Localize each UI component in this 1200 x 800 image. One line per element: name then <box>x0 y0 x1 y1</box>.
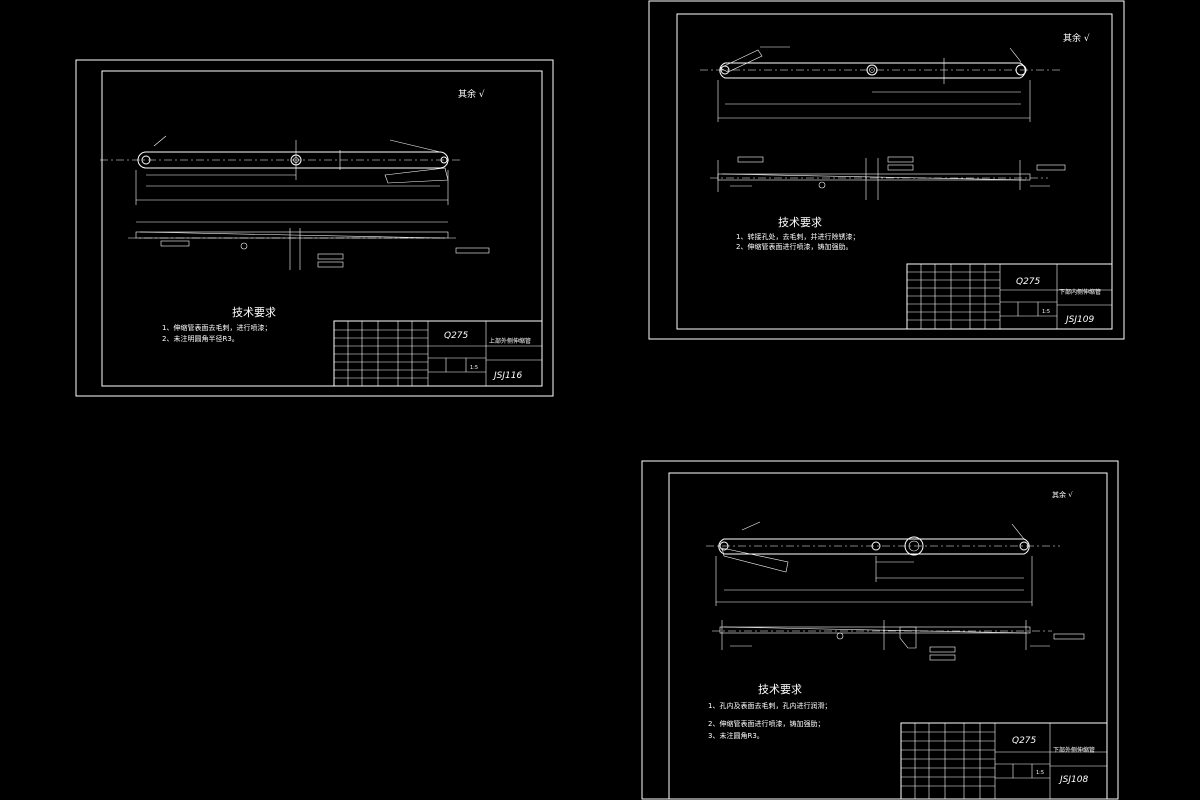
sheet-3-requirement-3: 3、未注圆角R3。 <box>708 731 764 740</box>
sheet-3-drawing-number: JSJ108 <box>1058 775 1088 785</box>
sheet-1-requirement-1: 1、伸缩管表面去毛刺，进行喷漆； <box>162 323 271 332</box>
sheet-3-title-block <box>900 722 1108 800</box>
sheet-1-part-title: 上部外侧伸缩管 <box>489 337 531 345</box>
sheet-2-material: Q275 <box>1016 277 1041 287</box>
sheet-3: 其余 √ <box>641 460 1119 800</box>
sheet-1-front-view <box>100 135 460 205</box>
sheet-3-requirement-2: 2、伸缩管表面进行喷漆，铸加强肋； <box>708 719 824 728</box>
sheet-1-drawing-number: JSJ116 <box>492 371 522 381</box>
sheet-3-inner-border <box>668 472 1108 800</box>
sheet-2-drawing-number: JSJ109 <box>1064 315 1094 325</box>
sheet-1-scale: 1:5 <box>470 365 478 371</box>
sheet-3-scale: 1:5 <box>1036 770 1044 776</box>
sheet-2-title-block <box>906 263 1113 330</box>
sheet-1-material: Q275 <box>444 331 469 341</box>
sheet-1-roughness-note: 其余 √ <box>458 88 485 100</box>
sheet-3-part-title: 下部外侧伸缩管 <box>1053 746 1095 754</box>
sheet-2-roughness-note: 其余 √ <box>1063 32 1090 44</box>
sheet-2-requirements-title: 技术要求 <box>778 216 822 229</box>
sheet-2: 其余 √ <box>648 0 1125 340</box>
sheet-1-requirements-title: 技术要求 <box>232 306 276 319</box>
sheet-2-scale: 1:5 <box>1042 309 1050 315</box>
sheet-1: 其余 √ <box>75 59 554 397</box>
sheet-1-outer-border <box>75 59 554 397</box>
sheet-3-section-view <box>712 620 1085 661</box>
sheet-1-title-block <box>333 320 543 387</box>
sheet-2-section-view <box>710 156 1066 200</box>
sheet-3-requirements-title: 技术要求 <box>758 683 802 696</box>
sheet-2-requirement-1: 1、转接孔处，去毛刺，并进行除锈漆； <box>736 232 859 241</box>
sheet-2-front-view <box>700 46 1062 122</box>
sheet-1-requirement-2: 2、未注明圆角半径R3。 <box>162 334 239 343</box>
sheet-1-section-view <box>128 221 490 270</box>
sheet-1-inner-border <box>101 70 543 387</box>
sheet-3-requirement-1: 1、孔内及表面去毛刺，孔内进行润滑； <box>708 701 831 710</box>
sheet-3-material: Q275 <box>1012 736 1037 746</box>
sheet-3-front-view <box>706 521 1060 606</box>
sheet-2-requirement-2: 2、伸缩管表面进行喷漆，铸加强肋。 <box>736 242 852 251</box>
sheet-2-outer-border <box>648 0 1125 340</box>
sheet-3-roughness-note: 其余 √ <box>1052 490 1073 499</box>
sheet-2-inner-border <box>676 13 1113 330</box>
sheet-2-part-title: 下部内侧伸缩管 <box>1059 288 1101 296</box>
